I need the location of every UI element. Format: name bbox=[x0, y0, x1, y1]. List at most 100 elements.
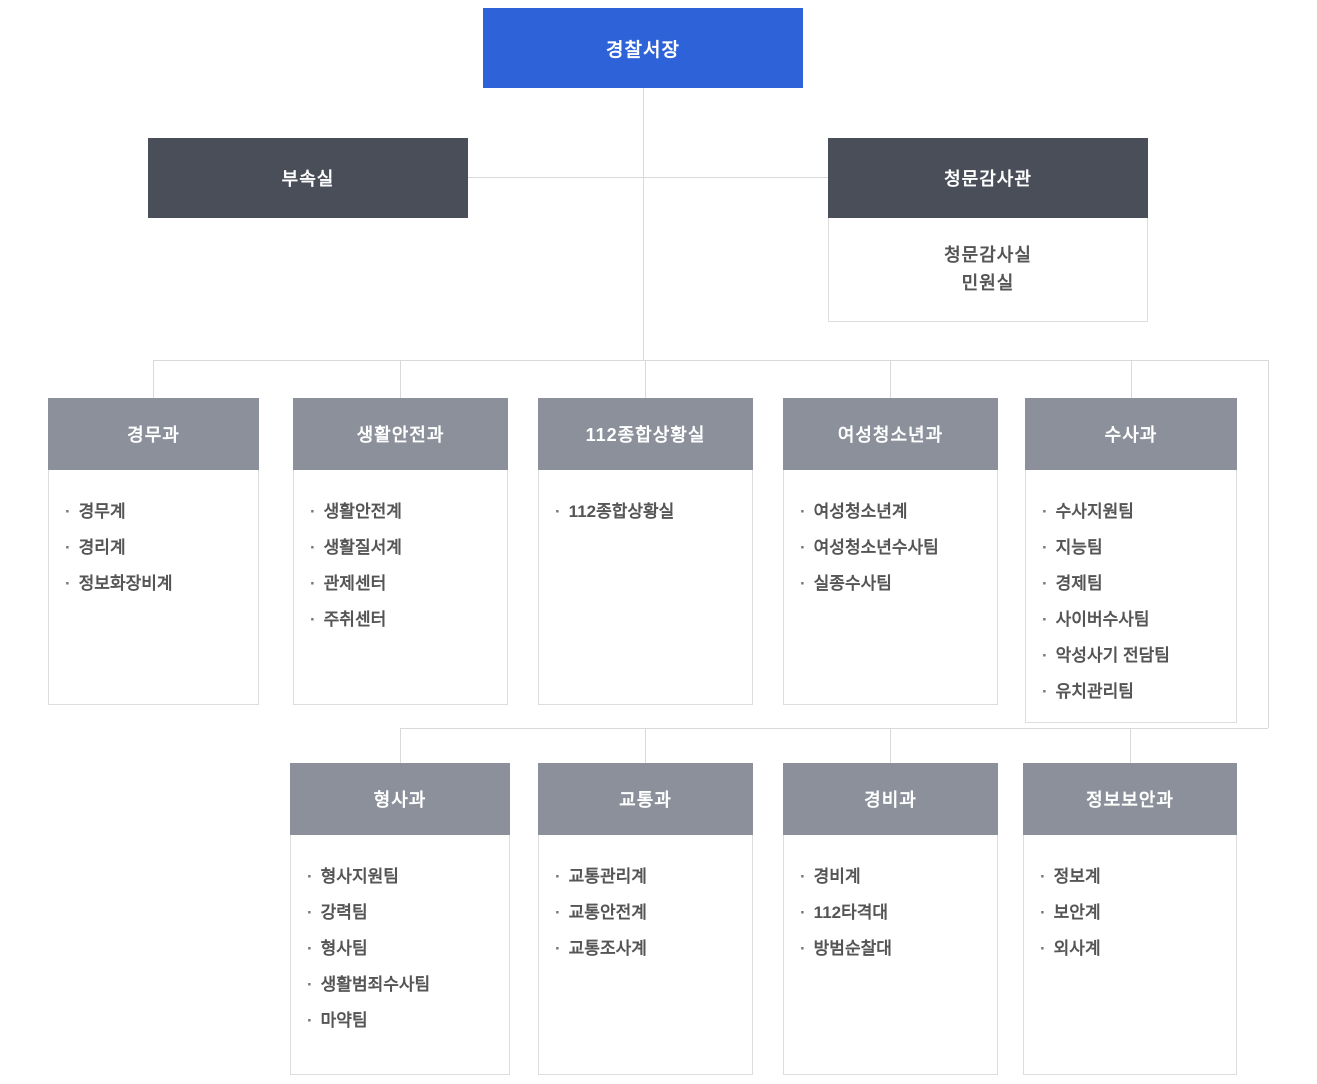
dept-item: · 경무계 bbox=[65, 494, 246, 530]
dept-body: · 경무계 ·경리계 ·정보화장비계 bbox=[48, 470, 259, 705]
dept-item-label: 악성사기 전담팀 bbox=[1055, 646, 1170, 665]
bullet: · bbox=[1042, 538, 1048, 557]
bullet: · bbox=[555, 502, 561, 521]
dept-item: ·교통조사계 bbox=[555, 931, 740, 967]
dept-body: ·경비계 ·112타격대 ·방범순찰대 bbox=[783, 835, 998, 1075]
connector-line bbox=[643, 88, 644, 360]
connector-line bbox=[1130, 728, 1131, 763]
dept-item-label: 관제센터 bbox=[323, 574, 387, 593]
dept-item: ·외사계 bbox=[1040, 931, 1224, 967]
dept-item-label: 112종합상황실 bbox=[568, 502, 675, 521]
dept-item-label: 경무계 bbox=[78, 502, 126, 521]
dept-card-112-situation: 112종합상황실 · 112종합상황실 bbox=[538, 398, 753, 705]
dept-item: · 유치관리팀 bbox=[1042, 674, 1224, 710]
dept-item: ·강력팀 bbox=[307, 895, 497, 931]
dept-item-label: 외사계 bbox=[1053, 939, 1101, 958]
bullet: · bbox=[800, 867, 806, 886]
bullet: · bbox=[65, 502, 71, 521]
dept-card-yeoseong-cheongsonyeon: 여성청소년과 ·여성청소년계 ·여성청소년수사팀 ·실종수사팀 bbox=[783, 398, 998, 705]
dept-header: 112종합상황실 bbox=[538, 398, 753, 470]
dept-item-label: 실종수사팀 bbox=[813, 574, 892, 593]
bullet: · bbox=[307, 867, 313, 886]
bullet: · bbox=[307, 975, 313, 994]
dept-body: · 112종합상황실 bbox=[538, 470, 753, 705]
dept-header: 경무과 bbox=[48, 398, 259, 470]
dept-header: 형사과 bbox=[290, 763, 510, 835]
dept-item: ·경비계 bbox=[800, 859, 985, 895]
audit-item: 민원실 bbox=[961, 272, 1015, 293]
dept-item: ·형사팀 bbox=[307, 931, 497, 967]
connector-line bbox=[400, 360, 401, 398]
audit-label: 청문감사관 bbox=[944, 169, 1032, 189]
bullet: · bbox=[555, 867, 561, 886]
dept-item: ·악성사기 전담팀 bbox=[1042, 638, 1224, 674]
dept-header: 경비과 bbox=[783, 763, 998, 835]
dept-body: ·여성청소년계 ·여성청소년수사팀 ·실종수사팀 bbox=[783, 470, 998, 705]
dept-item-label: 지능팀 bbox=[1055, 538, 1103, 557]
bullet: · bbox=[65, 538, 71, 557]
bullet: · bbox=[800, 574, 806, 593]
bullet: · bbox=[307, 903, 313, 922]
dept-card-gyotong: 교통과 ·교통관리계 ·교통안전계 ·교통조사계 bbox=[538, 763, 753, 1075]
dept-header: 생활안전과 bbox=[293, 398, 508, 470]
dept-item-label: 유치관리팀 bbox=[1055, 682, 1134, 701]
dept-item: · 관제센터 bbox=[310, 566, 495, 602]
bullet: · bbox=[800, 939, 806, 958]
dept-body: ·교통관리계 · 교통안전계 ·교통조사계 bbox=[538, 835, 753, 1075]
bullet: · bbox=[310, 574, 316, 593]
dept-item: ·교통관리계 bbox=[555, 859, 740, 895]
dept-item: ·경리계 bbox=[65, 530, 246, 566]
dept-body: · 형사지원팀 ·강력팀 ·형사팀 · 생활범죄수사팀 ·마약팀 bbox=[290, 835, 510, 1075]
connector-line bbox=[400, 728, 1268, 729]
dept-item: · 생활범죄수사팀 bbox=[307, 967, 497, 1003]
dept-header: 정보보안과 bbox=[1023, 763, 1237, 835]
dept-item: · 실종수사팀 bbox=[800, 566, 985, 602]
bullet: · bbox=[555, 903, 561, 922]
dept-item: ·정보계 bbox=[1040, 859, 1224, 895]
connector-line bbox=[645, 728, 646, 763]
bullet: · bbox=[1042, 682, 1048, 701]
connector-line bbox=[645, 360, 646, 398]
bullet: · bbox=[800, 538, 806, 557]
dept-item-label: 경제팀 bbox=[1055, 574, 1103, 593]
bullet: · bbox=[310, 538, 316, 557]
bullet: · bbox=[1042, 502, 1048, 521]
bullet: · bbox=[800, 502, 806, 521]
connector-line bbox=[890, 360, 891, 398]
bullet: · bbox=[310, 502, 316, 521]
bullet: · bbox=[1042, 574, 1048, 593]
bullet: · bbox=[1040, 867, 1046, 886]
bullet: · bbox=[310, 610, 316, 629]
dept-item-label: 생활범죄수사팀 bbox=[320, 975, 431, 994]
dept-item: ·여성청소년계 bbox=[800, 494, 985, 530]
bullet: · bbox=[307, 1011, 313, 1030]
dept-item-label: 사이버수사팀 bbox=[1055, 610, 1150, 629]
dept-item: ·생활안전계 bbox=[310, 494, 495, 530]
dept-card-gyeongbi: 경비과 ·경비계 ·112타격대 ·방범순찰대 bbox=[783, 763, 998, 1075]
dept-item: ·마약팀 bbox=[307, 1003, 497, 1039]
connector-line bbox=[153, 360, 154, 398]
dept-item-label: 방범순찰대 bbox=[813, 939, 892, 958]
chief-box: 경찰서장 bbox=[483, 8, 803, 88]
dept-item-label: 형사지원팀 bbox=[320, 867, 399, 886]
dept-item: · 수사지원팀 bbox=[1042, 494, 1224, 530]
dept-header: 여성청소년과 bbox=[783, 398, 998, 470]
dept-item: · 형사지원팀 bbox=[307, 859, 497, 895]
connector-line bbox=[400, 728, 401, 763]
bullet: · bbox=[1042, 610, 1048, 629]
dept-item-label: 수사지원팀 bbox=[1055, 502, 1134, 521]
audit-header: 청문감사관 bbox=[828, 138, 1148, 218]
dept-card-saenghwal-anjeon: 생활안전과 ·생활안전계 ·생활질서계 · 관제센터 ·주취센터 bbox=[293, 398, 508, 705]
dept-item-label: 교통안전계 bbox=[568, 903, 647, 922]
dept-item: · 지능팀 bbox=[1042, 530, 1224, 566]
dept-item-label: 보안계 bbox=[1053, 903, 1101, 922]
connector-line bbox=[153, 360, 1268, 361]
dept-item: ·생활질서계 bbox=[310, 530, 495, 566]
dept-item: ·정보화장비계 bbox=[65, 566, 246, 602]
connector-line bbox=[890, 728, 891, 763]
connector-line bbox=[1131, 360, 1132, 398]
connector-line bbox=[468, 177, 828, 178]
dept-item: · 교통안전계 bbox=[555, 895, 740, 931]
dept-item: ·주취센터 bbox=[310, 602, 495, 638]
